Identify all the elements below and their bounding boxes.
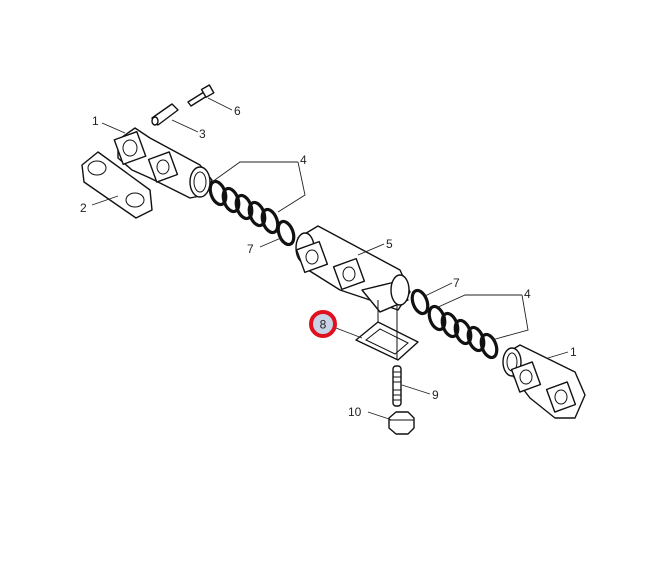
label-5[interactable]: 5	[386, 237, 393, 251]
label-9[interactable]: 9	[432, 388, 439, 402]
rings-lower-part[interactable]	[426, 304, 499, 360]
label-1-left[interactable]: 1	[92, 114, 99, 128]
label-3[interactable]: 3	[199, 127, 206, 141]
ring-left-part[interactable]	[275, 219, 296, 247]
manifold-end-right-part[interactable]	[502, 344, 586, 419]
gasket-highlighted-part[interactable]	[355, 300, 419, 361]
leader-lines	[91, 97, 569, 421]
nut-part[interactable]	[388, 411, 415, 435]
sleeve-pin-part[interactable]	[151, 103, 179, 126]
label-7-left[interactable]: 7	[247, 242, 254, 256]
manifold-end-left-part[interactable]	[113, 127, 213, 199]
label-10[interactable]: 10	[348, 405, 362, 419]
stud-part[interactable]	[392, 365, 402, 407]
bolt-part[interactable]	[187, 84, 215, 107]
manifold-center-part[interactable]	[295, 225, 411, 313]
label-2[interactable]: 2	[80, 201, 87, 215]
gasket-left-part[interactable]	[81, 151, 153, 219]
label-8[interactable]: 8	[320, 318, 327, 332]
highlight-marker-8[interactable]: 8	[309, 310, 337, 338]
label-7-right[interactable]: 7	[453, 276, 460, 290]
label-1-right[interactable]: 1	[570, 345, 577, 359]
label-4-lower[interactable]: 4	[524, 287, 531, 301]
highlight-ring	[309, 310, 337, 338]
label-6[interactable]: 6	[234, 104, 241, 118]
label-4-upper[interactable]: 4	[300, 153, 307, 167]
ring-right-part[interactable]	[409, 288, 430, 316]
rings-upper-part[interactable]	[207, 179, 280, 235]
